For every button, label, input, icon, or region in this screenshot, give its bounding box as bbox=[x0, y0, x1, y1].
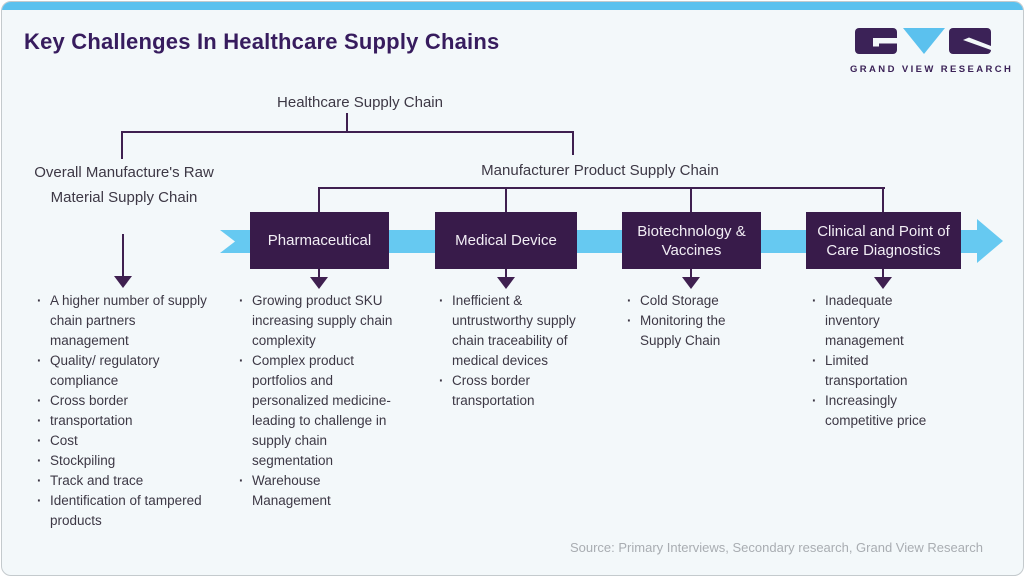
list-item: Cross border bbox=[35, 391, 207, 411]
connector-right-drop bbox=[572, 131, 574, 155]
connector-drop-medical bbox=[505, 187, 507, 212]
root-node-label: Healthcare Supply Chain bbox=[277, 94, 443, 111]
list-item: Warehouse Management bbox=[237, 471, 402, 511]
clinical-arrow-head bbox=[874, 277, 892, 289]
right-branch-label: Manufacturer Product Supply Chain bbox=[481, 162, 719, 179]
left-branch-label: Overall Manufacture's Raw Material Suppl… bbox=[34, 164, 214, 206]
connector-drop-clinical bbox=[882, 187, 884, 212]
list-item: Track and trace bbox=[35, 471, 207, 491]
top-accent-bar bbox=[2, 2, 1023, 10]
biotech-arrow-stem bbox=[690, 269, 692, 278]
brand-name: GRAND VIEW RESEARCH bbox=[850, 64, 1014, 75]
list-item: Cross border transportation bbox=[437, 371, 577, 411]
list-item: Increasingly competitive price bbox=[810, 391, 942, 431]
clinical-challenges-list: Inadequate inventory managementLimited t… bbox=[810, 291, 942, 431]
connector-level1-bar bbox=[121, 131, 574, 133]
list-item: Monitoring the Supply Chain bbox=[625, 311, 750, 351]
left-branch-arrow-head bbox=[114, 276, 132, 288]
category-box-medical-device: Medical Device bbox=[435, 212, 577, 269]
page-title: Key Challenges In Healthcare Supply Chai… bbox=[24, 29, 500, 54]
medical-arrow-head bbox=[497, 277, 515, 289]
list-item: A higher number of supply chain partners… bbox=[35, 291, 207, 351]
connector-drop-biotech bbox=[690, 187, 692, 212]
category-box-biotechnology-vaccines: Biotechnology & Vaccines bbox=[622, 212, 761, 269]
list-item: Cold Storage bbox=[625, 291, 750, 311]
connector-level2-bar bbox=[318, 187, 885, 189]
list-item: Stockpiling bbox=[35, 451, 207, 471]
medical-arrow-stem bbox=[505, 269, 507, 278]
left-branch-challenges-list: A higher number of supply chain partners… bbox=[35, 291, 207, 531]
category-box-clinical-diagnostics: Clinical and Point of Care Diagnostics bbox=[806, 212, 961, 269]
list-item: Cost bbox=[35, 431, 207, 451]
pharma-arrow-stem bbox=[318, 269, 320, 278]
brand-logo: GRAND VIEW RESEARCH bbox=[850, 26, 1014, 75]
biotech-arrow-head bbox=[682, 277, 700, 289]
biotechnology-challenges-list: Cold StorageMonitoring the Supply Chain bbox=[625, 291, 750, 351]
list-item: Complex product portfolios and personali… bbox=[237, 351, 402, 471]
list-item: Quality/ regulatory compliance bbox=[35, 351, 207, 391]
connector-left-drop bbox=[121, 131, 123, 159]
category-box-pharmaceutical: Pharmaceutical bbox=[250, 212, 389, 269]
list-item: Identification of tampered products bbox=[35, 491, 207, 531]
list-item: Inadequate inventory management bbox=[810, 291, 942, 351]
list-item: Limited transportation bbox=[810, 351, 942, 391]
pharmaceutical-challenges-list: Growing product SKU increasing supply ch… bbox=[237, 291, 402, 511]
connector-drop-pharma bbox=[318, 187, 320, 212]
pharma-arrow-head bbox=[310, 277, 328, 289]
list-item: Growing product SKU increasing supply ch… bbox=[237, 291, 402, 351]
list-item: transportation bbox=[35, 411, 207, 431]
connector-root-stem bbox=[346, 113, 348, 132]
source-note: Source: Primary Interviews, Secondary re… bbox=[569, 540, 983, 555]
list-item: Inefficient & untrustworthy supply chain… bbox=[437, 291, 577, 371]
clinical-arrow-stem bbox=[882, 269, 884, 278]
medical-device-challenges-list: Inefficient & untrustworthy supply chain… bbox=[437, 291, 577, 411]
gvr-logo-icon bbox=[854, 28, 991, 54]
left-branch-arrow-stem bbox=[122, 234, 124, 276]
